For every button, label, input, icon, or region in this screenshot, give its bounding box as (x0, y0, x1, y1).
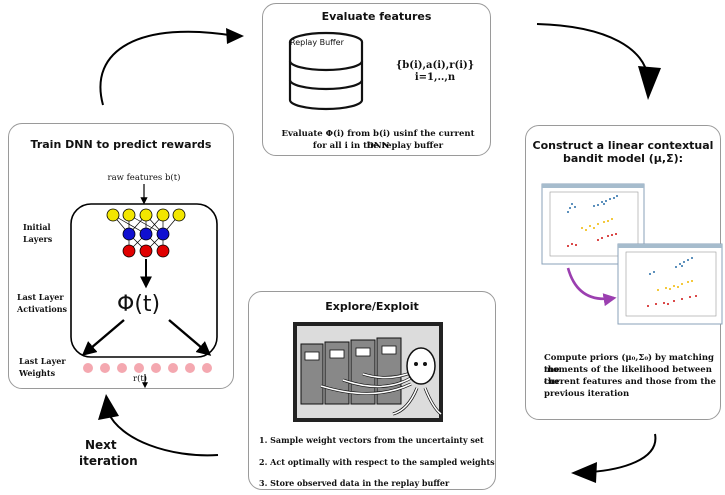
train-dnn-panel: Train DNN to predict rewards raw feature… (8, 123, 234, 389)
arrow-construct-to-explore (589, 433, 657, 473)
input-node (106, 208, 120, 222)
explore-step-2: 2. Act optimally with respect to the sam… (259, 457, 495, 467)
initial-layers-label-2: Layers (23, 234, 53, 244)
hidden-node (156, 227, 170, 241)
raw-features-label: raw features b(t) (107, 173, 181, 183)
evaluate-caption-line1: Evaluate Φ(i) from b(i) usinf the curren… (281, 129, 475, 151)
neural-network-diagram (70, 184, 218, 389)
hidden-node (139, 227, 153, 241)
last-layer-weights-label-1: Last Layer (19, 356, 66, 366)
purple-curved-arrow (566, 267, 617, 307)
construct-caption-line2: moments of the likelihood between the (544, 365, 712, 387)
arrow-evaluate-to-construct (536, 23, 649, 79)
input-node (122, 208, 136, 222)
buffer-set-line1: {b(i),a(i),r(i)} (395, 60, 475, 71)
input-node (156, 208, 170, 222)
replay-buffer-label: Replay Buffer (290, 38, 344, 47)
construct-title-line1: Construct a linear contextual (532, 139, 714, 152)
explore-exploit-panel: Explore/Exploit 1. S (248, 291, 496, 490)
buffer-set-line2: i=1,..,n (414, 72, 456, 83)
arrow-explore-to-train (107, 411, 219, 457)
construct-bandit-panel: Construct a linear contextual bandit mod… (525, 125, 723, 420)
construct-caption-line1: Compute priors (μ₀,Σ₀) by matching the (544, 353, 715, 375)
output-node (122, 244, 136, 258)
arrow-train-to-evaluate (99, 30, 237, 106)
last-layer-weights-label-2: Weights (19, 368, 56, 378)
explore-exploit-title: Explore/Exploit (325, 300, 419, 313)
scatter-plot-thumbnail-updated (617, 243, 723, 325)
next-iteration-label-2: iteration (79, 454, 138, 468)
explore-step-1: 1. Sample weight vectors from the uncert… (259, 435, 484, 445)
input-node (139, 208, 153, 222)
evaluate-caption-line2: for all i in the replay buffer (312, 141, 444, 151)
next-iteration-label-1: Next (85, 438, 117, 452)
construct-title-line2: bandit model (μ,Σ): (562, 152, 684, 165)
phi-label: Φ(t) (117, 292, 161, 317)
octopus-slot-machines-image (293, 322, 443, 422)
reward-label: r(t) (133, 374, 148, 384)
construct-caption-line3: current features and those from the (544, 377, 716, 387)
evaluate-features-panel: Evaluate features Replay Buffer {b(i),a(… (262, 3, 491, 156)
output-node (139, 244, 153, 258)
last-layer-activations-label-1: Last Layer (17, 292, 64, 302)
hidden-node (122, 227, 136, 241)
explore-step-3: 3. Store observed data in the replay buf… (259, 478, 450, 488)
train-dnn-title: Train DNN to predict rewards (30, 138, 212, 151)
initial-layers-label-1: Initial (23, 222, 51, 232)
input-node (172, 208, 186, 222)
evaluate-features-title: Evaluate features (321, 10, 432, 23)
construct-caption-line4: previous iteration (544, 389, 630, 399)
database-icon (288, 31, 364, 111)
last-layer-activations-label-2: Activations (17, 304, 68, 314)
output-node (156, 244, 170, 258)
